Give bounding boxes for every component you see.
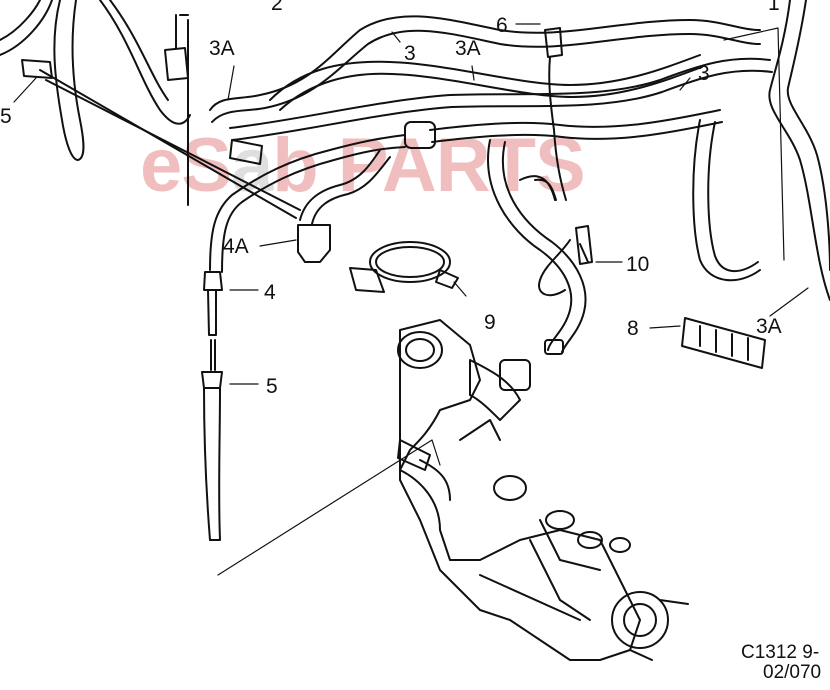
bracket-8 xyxy=(681,317,766,369)
callout-8: 8 xyxy=(627,317,639,340)
callout-3-top-left: 3 xyxy=(404,42,416,65)
bracket-6 xyxy=(544,27,567,201)
coolant-housing-assembly xyxy=(397,319,689,661)
hose-right xyxy=(692,0,830,301)
hose-4a xyxy=(209,121,436,273)
figure-reference: C1312 9- 02/070 xyxy=(741,643,821,683)
figure-reference-line2: 02/070 xyxy=(763,661,822,683)
callout-5-top-left: 5 xyxy=(0,105,12,128)
callout-3a-top-left: 3A xyxy=(209,37,235,60)
callout-10: 10 xyxy=(626,253,650,276)
callout-3a-top-mid: 3A xyxy=(455,37,481,60)
esaab-parts-watermark: eSab PARTS xyxy=(140,123,586,208)
callout-5-mid: 5 xyxy=(266,375,278,398)
clamp-9 xyxy=(349,241,459,293)
hose-bundle-top xyxy=(99,0,773,143)
leader-lines xyxy=(13,23,809,576)
fitting-top xyxy=(164,14,189,206)
callout-3-top-right: 3 xyxy=(698,62,710,85)
callout-3a-right: 3A xyxy=(756,315,782,338)
callout-9: 9 xyxy=(484,311,496,334)
callout-4a: 4A xyxy=(223,235,249,258)
callout-6: 6 xyxy=(496,14,508,37)
clip-10 xyxy=(538,225,593,297)
callout-4: 4 xyxy=(264,281,276,304)
callout-2: 2 xyxy=(271,0,283,15)
hose-top-left xyxy=(0,0,85,161)
vertical-pipe-4-5 xyxy=(201,271,223,541)
connector-5-top xyxy=(21,59,301,219)
hose-center xyxy=(487,139,587,355)
figure-reference-line1: C1312 9- xyxy=(741,642,820,663)
callout-1: 1 xyxy=(768,0,780,15)
